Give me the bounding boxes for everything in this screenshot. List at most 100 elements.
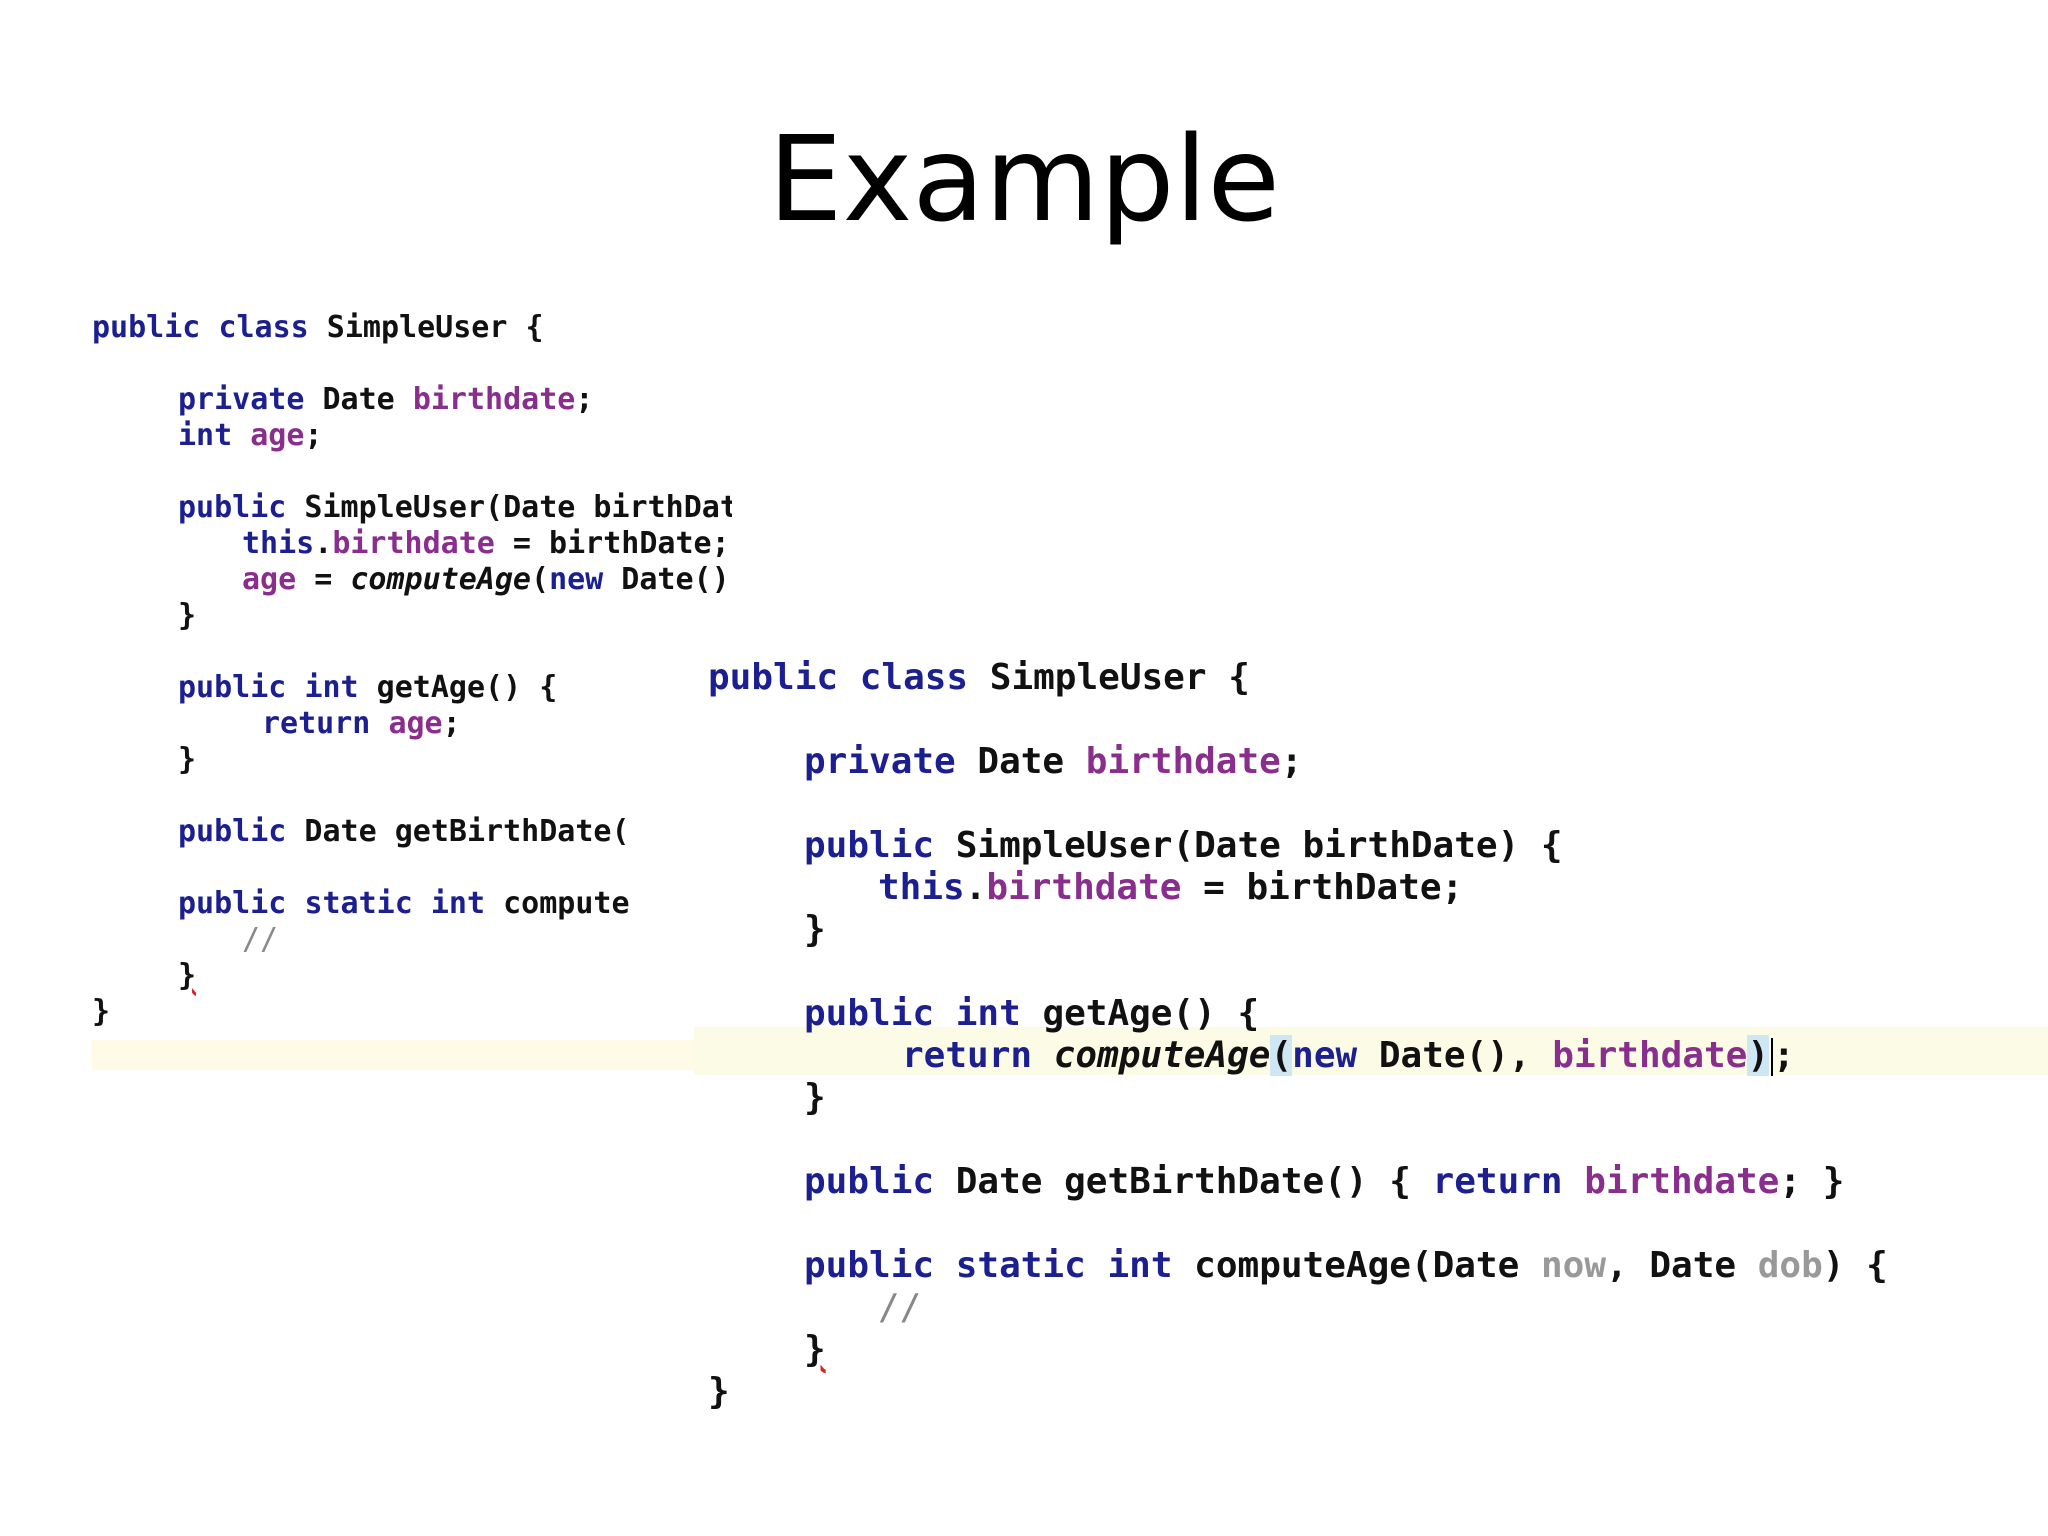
keyword: this xyxy=(242,526,315,561)
code-text: SimpleUser(Date birthDate) { xyxy=(304,490,732,525)
code-text: } xyxy=(804,909,826,950)
keyword: int xyxy=(955,993,1021,1034)
code-line: return age; xyxy=(262,706,461,741)
keyword: public xyxy=(92,310,201,345)
code-text: Date getBirthDate( xyxy=(286,814,630,849)
code-line: } xyxy=(178,958,196,993)
code-text: = xyxy=(296,562,351,597)
code-line: public SimpleUser(Date birthDate) { xyxy=(804,825,1563,866)
code-line: public Date getBirthDate() { return birt… xyxy=(804,1161,1844,1202)
code-text: ; xyxy=(1280,741,1303,782)
keyword: int xyxy=(304,670,359,705)
field-name: birthdate xyxy=(1584,1161,1780,1202)
code-text: } xyxy=(708,1371,730,1412)
code-text: Date(), xyxy=(1357,1035,1553,1076)
code-text: . xyxy=(314,526,333,561)
code-text: = birthDate; xyxy=(1181,867,1464,908)
code-text: SimpleUser(Date birthDate) { xyxy=(934,825,1563,866)
keyword: new xyxy=(1292,1035,1358,1076)
code-line: public class SimpleUser { xyxy=(92,310,544,345)
code-text: Date xyxy=(955,741,1086,782)
code-text: ; xyxy=(575,382,594,417)
keyword: static xyxy=(955,1245,1086,1286)
right-code-editor: public class SimpleUser { private Date b… xyxy=(694,645,2048,1425)
code-line: } xyxy=(178,742,196,777)
unused-parameter: dob xyxy=(1757,1245,1823,1286)
code-text: } xyxy=(178,742,197,777)
field-name: birthdate xyxy=(1552,1035,1748,1076)
keyword: return xyxy=(262,706,371,741)
keyword: static xyxy=(304,886,413,921)
code-line: age = computeAge(new Date(), birthDate); xyxy=(242,562,732,597)
left-code-editor: public class SimpleUser { private Date b… xyxy=(92,310,732,1070)
code-line: public static int computeAge(Date now, D… xyxy=(804,1245,1888,1286)
code-line: public int getAge() { xyxy=(178,670,557,705)
code-text: SimpleUser { xyxy=(308,310,544,345)
code-text: . xyxy=(964,867,987,908)
code-text: } xyxy=(804,1077,826,1118)
code-text: Date xyxy=(304,382,413,417)
code-text: = birthDate; xyxy=(494,526,730,561)
field-name: age xyxy=(388,706,443,741)
keyword: int xyxy=(1107,1245,1173,1286)
code-text: getAge() { xyxy=(1020,993,1260,1034)
keyword: public xyxy=(178,886,287,921)
comment: // xyxy=(242,922,279,957)
code-text: } xyxy=(804,1329,826,1370)
code-line: public int getAge() { xyxy=(804,993,1259,1034)
keyword: private xyxy=(178,382,305,417)
code-text: Date getBirthDate() { xyxy=(934,1161,1433,1202)
code-line: public SimpleUser(Date birthDate) { xyxy=(178,490,732,525)
code-line: } xyxy=(92,994,110,1029)
code-text: ( xyxy=(531,562,550,597)
code-text: , Date xyxy=(1606,1245,1758,1286)
text-cursor xyxy=(1771,1038,1774,1076)
keyword: public xyxy=(804,1161,935,1202)
code-text: ; xyxy=(304,418,323,453)
keyword: int xyxy=(430,886,486,921)
keyword: return xyxy=(1432,1161,1563,1202)
code-line: } xyxy=(178,598,196,633)
keyword: public xyxy=(804,993,935,1034)
code-text: SimpleUser { xyxy=(968,657,1250,698)
keyword: return xyxy=(902,1035,1033,1076)
keyword: public xyxy=(804,1245,935,1286)
code-line: this.birthdate = birthDate; xyxy=(242,526,730,561)
code-text: computeAge(Date xyxy=(1172,1245,1541,1286)
keyword: this xyxy=(878,867,965,908)
keyword: public xyxy=(178,490,287,525)
code-text: } xyxy=(178,598,197,633)
field-name: birthdate xyxy=(1085,741,1281,782)
code-text: ; xyxy=(1773,1035,1795,1076)
bracket-match: ) xyxy=(1747,1035,1770,1076)
code-line: } xyxy=(804,909,826,950)
keyword: private xyxy=(804,741,956,782)
keyword: int xyxy=(178,418,233,453)
code-line: public class SimpleUser { xyxy=(708,657,1250,698)
keyword: class xyxy=(859,657,969,698)
keyword: new xyxy=(549,562,604,597)
method-call: computeAge xyxy=(1053,1035,1271,1076)
method-call: computeAge xyxy=(350,562,531,597)
keyword: class xyxy=(218,310,309,345)
keyword: public xyxy=(178,670,287,705)
code-line: private Date birthdate; xyxy=(178,382,593,417)
keyword: public xyxy=(708,657,839,698)
current-line-highlight xyxy=(92,1040,732,1070)
code-text: Date(), birthDate); xyxy=(621,562,732,597)
code-line: // xyxy=(242,922,278,957)
field-name: birthdate xyxy=(986,867,1182,908)
field-name: age xyxy=(250,418,305,453)
code-line: return computeAge(new Date(), birthdate)… xyxy=(902,1035,1795,1076)
code-line: this.birthdate = birthDate; xyxy=(878,867,1463,908)
slide-title: Example xyxy=(768,110,1280,248)
code-text: ) { xyxy=(1822,1245,1888,1286)
code-text: ; } xyxy=(1779,1161,1845,1202)
keyword: public xyxy=(804,825,935,866)
field-name: age xyxy=(242,562,297,597)
code-line: private Date birthdate; xyxy=(804,741,1303,782)
code-line: public static int compute xyxy=(178,886,630,921)
code-line: } xyxy=(804,1329,826,1370)
code-text: } xyxy=(178,958,197,993)
field-name: birthdate xyxy=(412,382,576,417)
